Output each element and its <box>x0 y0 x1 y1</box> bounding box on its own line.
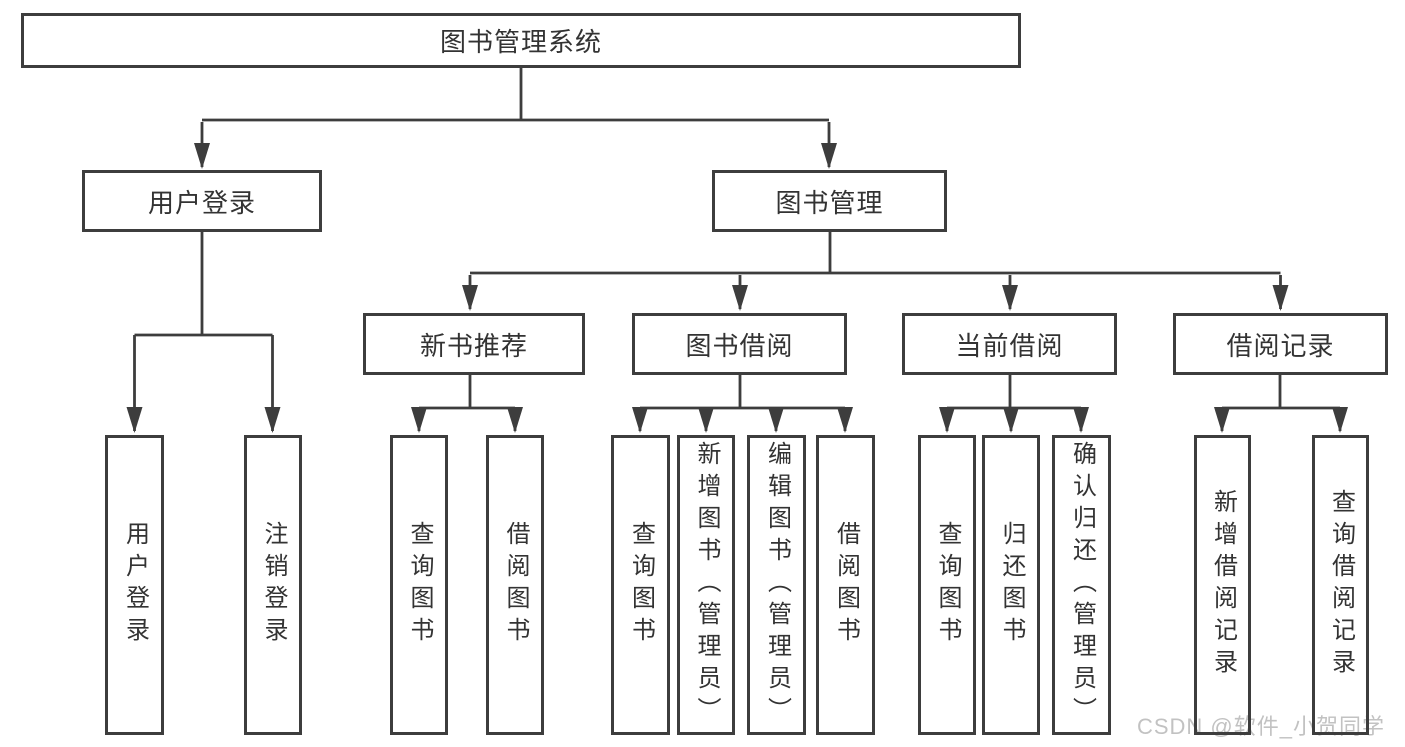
leaf-label: 查询图书 <box>627 521 655 649</box>
leaf-query-books-3: 查询图书 <box>918 435 976 735</box>
leaf-label: 借阅图书 <box>502 521 529 649</box>
node-book-borrowing: 图书借阅 <box>632 313 847 375</box>
leaf-label: 新增图书（管理员） <box>693 441 720 729</box>
node-label: 新书推荐 <box>419 330 528 361</box>
node-borrow-records: 借阅记录 <box>1173 313 1388 375</box>
node-label: 图书管理系统 <box>439 27 602 57</box>
leaf-add-borrow-record: 新增借阅记录 <box>1194 435 1251 735</box>
leaf-label: 借阅图书 <box>832 521 860 649</box>
leaf-borrow-books-1: 借阅图书 <box>486 435 544 735</box>
leaf-label: 查询图书 <box>406 521 433 649</box>
leaf-logout: 注销登录 <box>244 435 302 735</box>
node-user-login: 用户登录 <box>82 170 322 232</box>
leaf-query-books-1: 查询图书 <box>390 435 448 735</box>
leaf-label: 查询图书 <box>934 521 961 649</box>
node-label: 借阅记录 <box>1226 330 1335 361</box>
leaf-edit-books-admin: 编辑图书（管理员） <box>747 435 806 735</box>
leaf-borrow-books-2: 借阅图书 <box>816 435 875 735</box>
leaf-label: 注销登录 <box>260 521 287 649</box>
leaf-label: 确认归还（管理员） <box>1068 441 1096 729</box>
leaf-label: 归还图书 <box>998 521 1025 649</box>
node-library-management-system: 图书管理系统 <box>21 13 1021 68</box>
node-book-management: 图书管理 <box>712 170 947 232</box>
node-label: 当前借阅 <box>955 330 1064 361</box>
leaf-user-login: 用户登录 <box>105 435 164 735</box>
node-new-book-recommend: 新书推荐 <box>363 313 585 375</box>
leaf-add-books-admin: 新增图书（管理员） <box>677 435 735 735</box>
leaf-label: 新增借阅记录 <box>1209 489 1237 681</box>
node-current-borrowing: 当前借阅 <box>902 313 1117 375</box>
node-label: 用户登录 <box>147 187 256 218</box>
leaf-label: 编辑图书（管理员） <box>763 441 791 729</box>
leaf-label: 查询借阅记录 <box>1327 489 1355 681</box>
leaf-confirm-return-admin: 确认归还（管理员） <box>1052 435 1111 735</box>
leaf-query-books-2: 查询图书 <box>611 435 670 735</box>
leaf-return-books: 归还图书 <box>982 435 1040 735</box>
node-label: 图书借阅 <box>685 330 794 361</box>
node-label: 图书管理 <box>775 187 884 218</box>
leaf-query-borrow-record: 查询借阅记录 <box>1312 435 1369 735</box>
leaf-label: 用户登录 <box>121 521 149 649</box>
